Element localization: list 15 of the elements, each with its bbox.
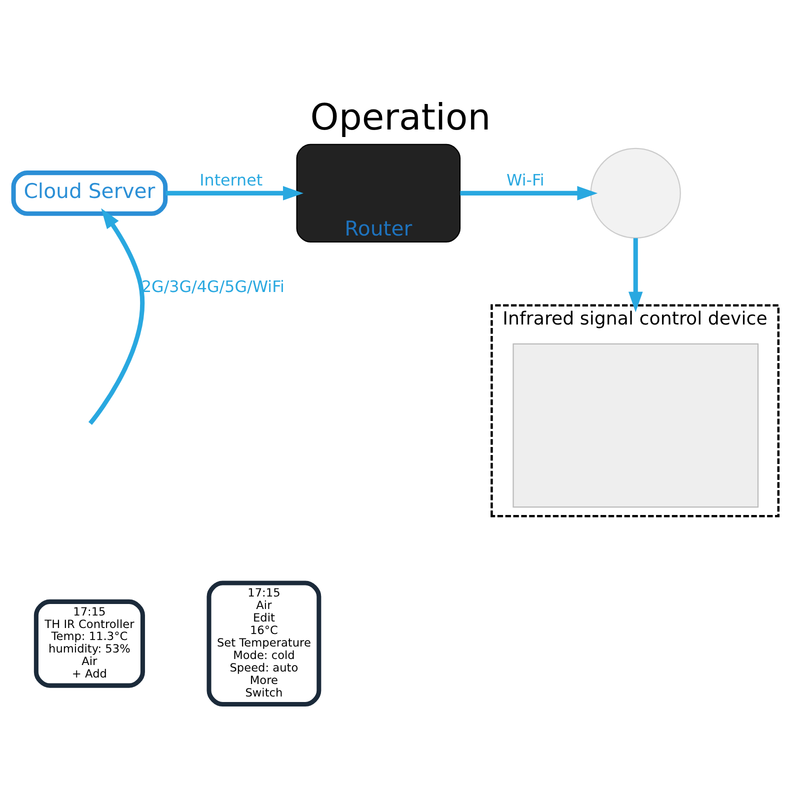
edge-label: 2G/3G/4G/5G/WiFi <box>140 277 284 296</box>
node-box: Cloud Server <box>10 170 168 216</box>
edge-label: Internet <box>199 170 262 190</box>
arrow <box>628 238 642 312</box>
node-circle <box>590 148 680 239</box>
node-box <box>512 343 758 508</box>
node-box: 17:15 Air Edit 16°C Set Temperature Mode: cold Speed: auto More Switch <box>206 580 321 707</box>
node-box: Router <box>296 144 460 242</box>
edge-label: Wi-Fi <box>506 170 544 190</box>
arrow <box>460 186 598 200</box>
node-box: 17:15 TH IR Controller Temp: 11.3°C humidity: 53% Air + Add <box>33 599 144 688</box>
diagram-title: Operation <box>310 95 490 138</box>
arrow <box>165 186 303 200</box>
arrow <box>88 208 144 425</box>
cluster: Infrared signal control device <box>490 304 780 518</box>
